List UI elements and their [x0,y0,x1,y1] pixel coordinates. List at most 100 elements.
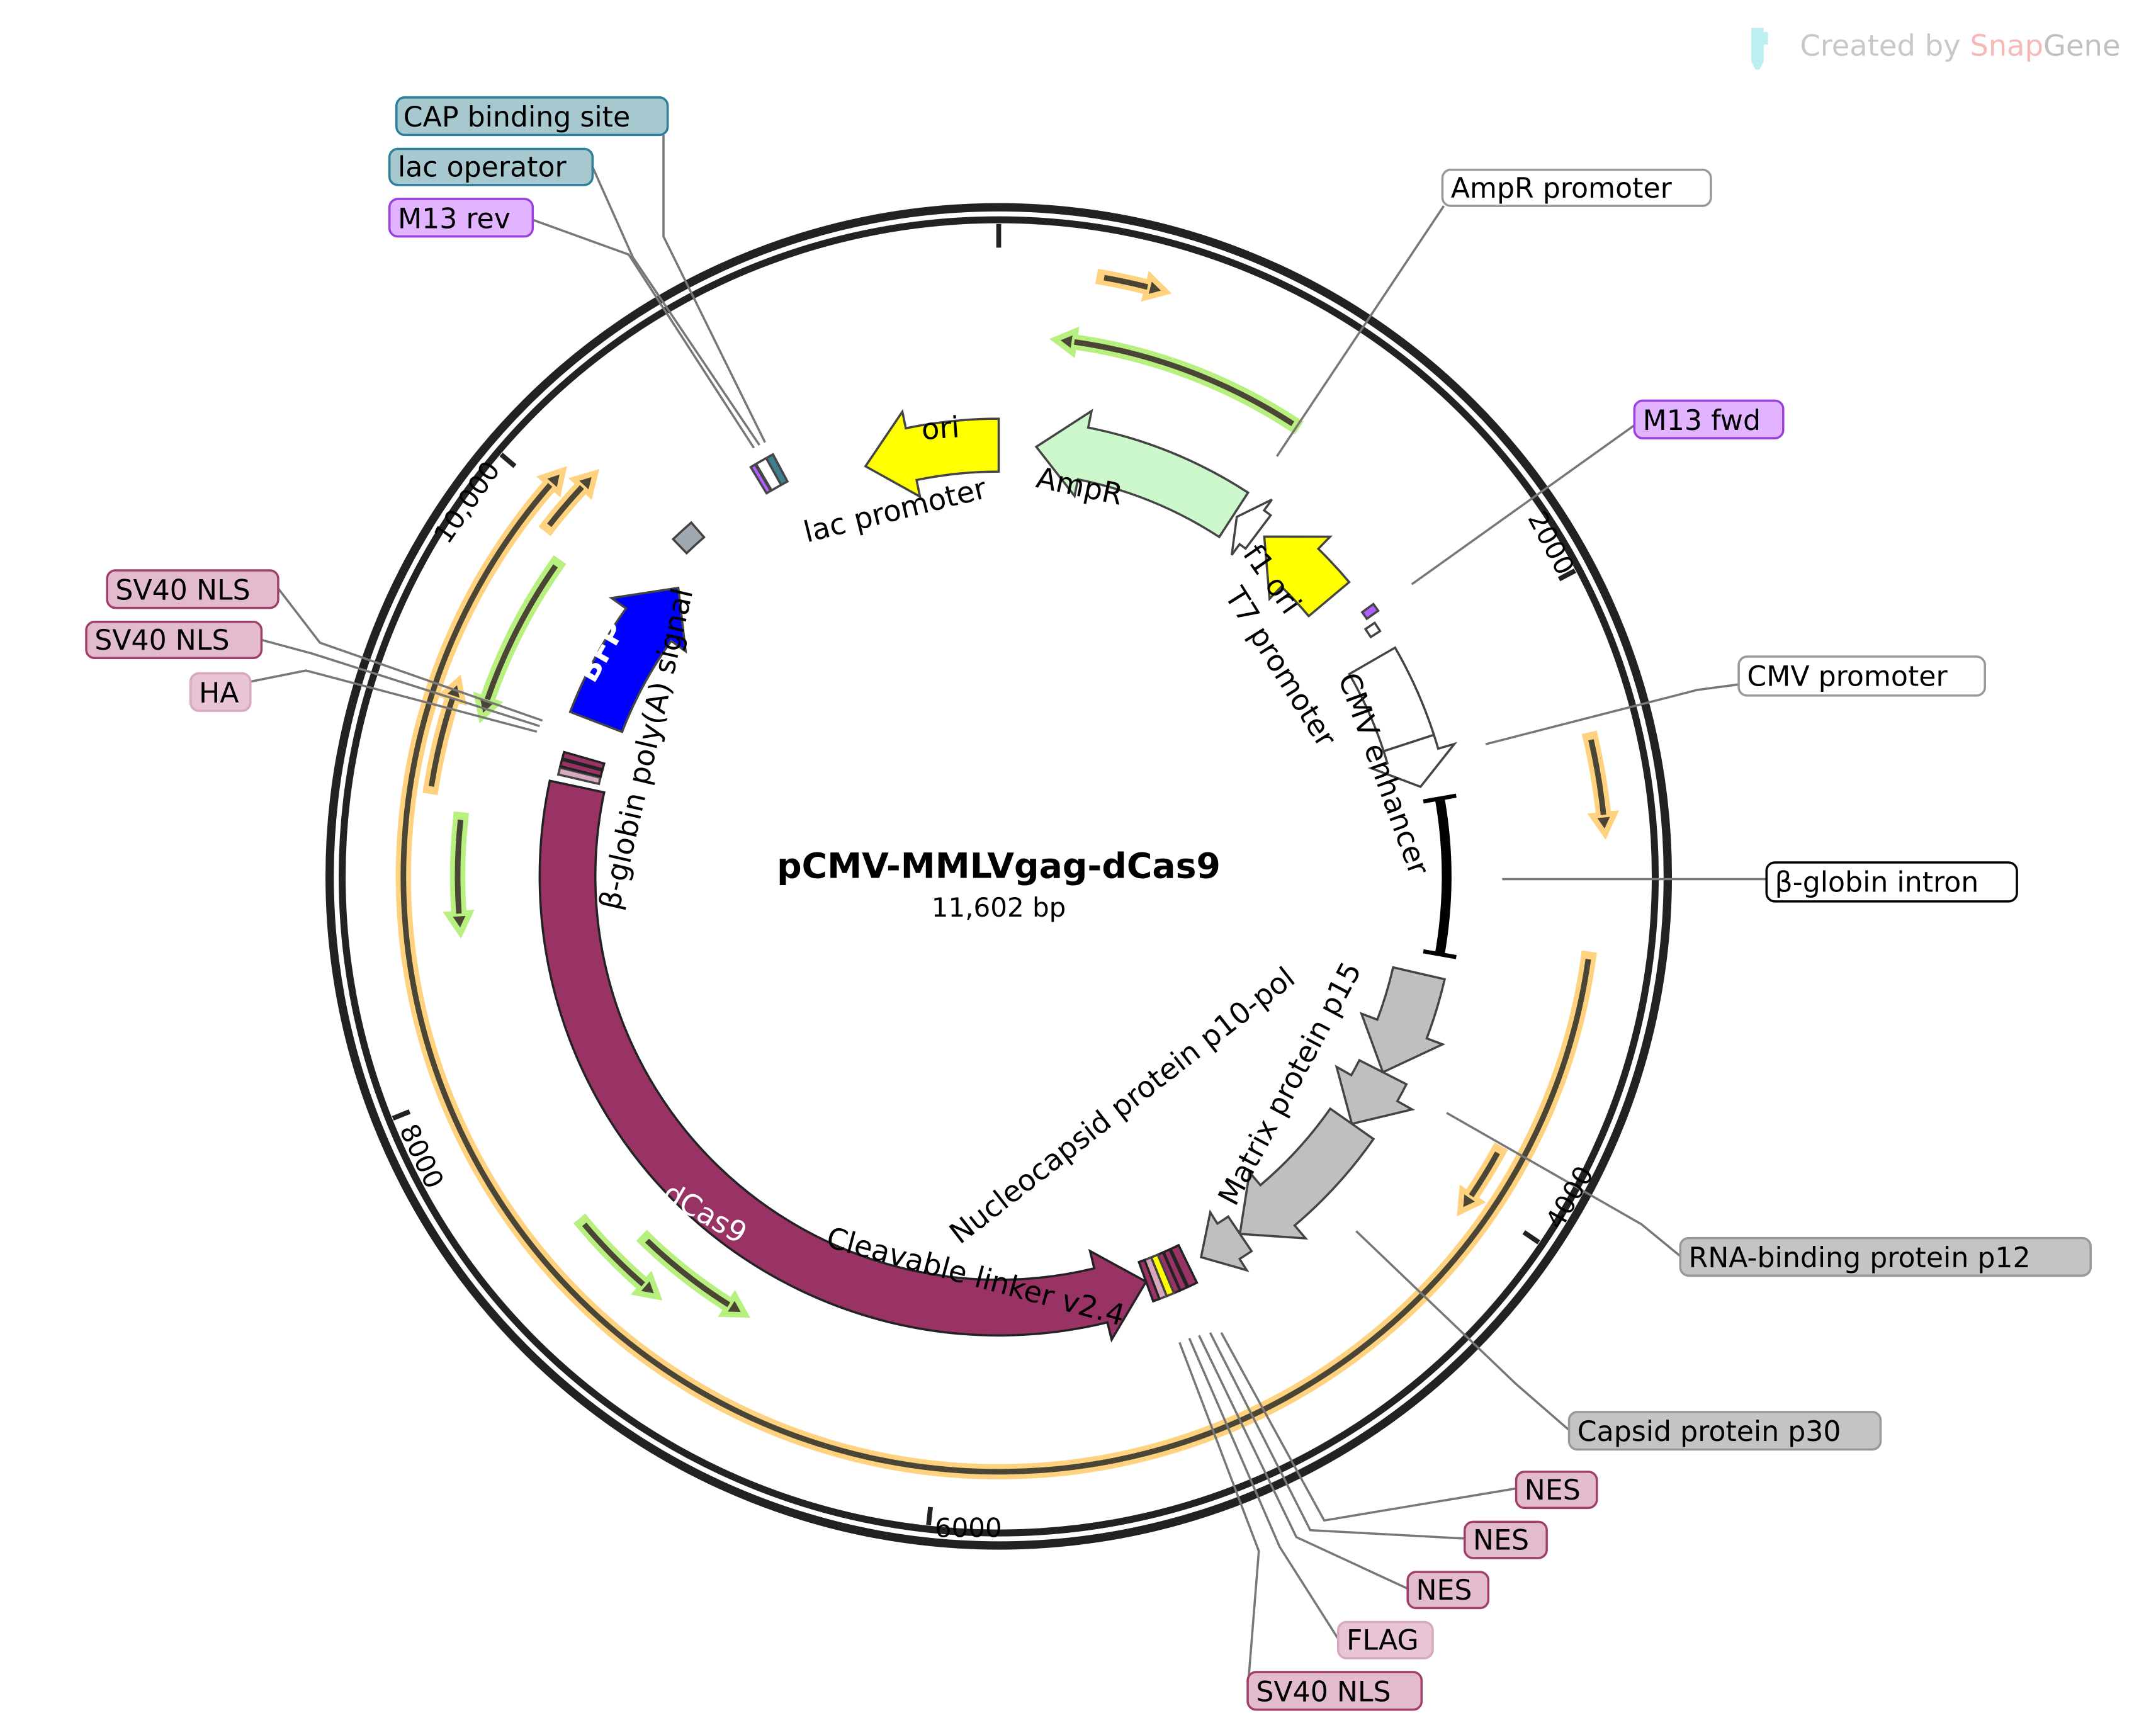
orf-line [1074,339,1295,426]
feature-nes [1169,1243,1199,1289]
tick-mark [1557,568,1576,582]
callout-sv40-nls-1[interactable]: SV40 NLS [106,569,279,609]
feature-ampr [1034,409,1250,539]
feature-sv40-nls [558,758,604,778]
svg-text:Created by SnapGene: Created by SnapGene [1800,28,2120,62]
callout-nes-2[interactable]: NES [1464,1520,1548,1559]
feature-globin-poly-a-signal [671,521,706,555]
feature-m13-fwd [1360,602,1380,621]
feature-ampr-promoter [1230,498,1273,556]
callout-cap-binding-site[interactable]: CAP binding site [395,96,669,137]
intron-end-cap [1423,949,1457,959]
callout-label: FLAG [1346,1625,1419,1657]
plasmid-size: 11,602 bp [932,892,1066,923]
callout-nes-3[interactable]: NES [1406,1571,1490,1610]
label-ori: ori [920,410,961,446]
plasmid-name: pCMV-MMLVgag-dCas9 [777,846,1221,886]
callout-m13-fwd[interactable]: M13 fwd [1633,399,1785,439]
orf-line [582,1222,645,1287]
orf-arrowhead [1141,271,1172,302]
orf-line [547,485,584,528]
feature-ha [556,766,602,786]
feature-rna-binding-protein-p12 [1335,1058,1416,1126]
orf-arrow [1457,1142,1508,1217]
callout-m13-rev[interactable]: M13 rev [388,198,534,238]
orf-arrowhead [1049,326,1080,358]
callout-label: CMV promoter [1747,660,1948,692]
callout-capsid-p30[interactable]: Capsid protein p30 [1567,1411,1882,1451]
callout-label: NES [1473,1525,1529,1557]
orf-layer [395,269,1620,1480]
callout-label: NES [1416,1574,1472,1607]
feature-f1-ori [1263,535,1351,618]
callout-label: M13 rev [398,203,511,235]
feature-ori [864,409,1000,499]
orf-arrow [1095,269,1172,302]
feature-sv40-nls [561,750,606,771]
watermark-gene: Gene [2043,28,2120,62]
callout-label: lac operator [398,152,567,184]
callout-flag[interactable]: FLAG [1336,1620,1434,1659]
watermark-created-by: Created by [1800,28,1970,62]
orf-arrow [443,811,475,939]
orf-arrow [395,466,1597,1480]
feature-cap-binding-site [764,453,789,487]
orf-arrow [573,1213,663,1301]
callout-cmv-promoter[interactable]: CMV promoter [1737,655,1986,697]
callout-nes-1[interactable]: NES [1515,1471,1598,1510]
tick-mark [926,1506,934,1525]
snapgene-watermark: Created by SnapGene [1751,28,2120,70]
orf-line [1103,274,1149,290]
orf-arrow [1581,730,1620,840]
orf-line [428,697,456,787]
orf-line [1588,739,1606,815]
backbone-ring [325,203,1673,1550]
callout-lac-operator[interactable]: lac operator [388,147,594,186]
snapgene-tube-icon [1751,28,1768,70]
intron-end-cap [1423,793,1457,804]
callout-label: RNA-binding protein p12 [1689,1242,2031,1274]
orf-arrow [473,555,567,723]
backbone-inner-strand [339,216,1659,1537]
orf-arrowhead [1587,810,1620,840]
orf-line [1469,1151,1500,1197]
orf-line [485,564,558,701]
tick-label-2000: 2000 [1521,506,1580,580]
callout-sv40-nls-2[interactable]: SV40 NLS [85,620,263,659]
feature-sv40-nls [1137,1258,1161,1303]
orf-line [645,1238,731,1308]
watermark-snap: Snap [1970,28,2043,62]
feature-bfp [568,586,687,733]
callout-beta-globin-intron[interactable]: β-globin intron [1765,861,2018,903]
callout-sv40-nls-bottom[interactable]: SV40 NLS [1246,1671,1423,1711]
callout-lines [250,135,1767,1690]
callout-label: SV40 NLS [94,624,229,657]
orf-arrow [1049,326,1304,435]
callout-ha[interactable]: HA [189,672,252,712]
callout-label: β-globin intron [1775,866,1979,898]
orf-line [454,819,464,914]
backbone-outer-strand [325,203,1673,1550]
feature-matrix-protein-p15 [1359,966,1447,1074]
orf-halo [1065,333,1304,435]
callout-label: AmpR promoter [1451,172,1673,205]
orf-arrow [636,1229,750,1318]
callout-rna-binding-p12[interactable]: RNA-binding protein p12 [1679,1236,2092,1277]
callout-label: M13 fwd [1643,405,1761,437]
callout-label: SV40 NLS [115,574,250,606]
tick-mark [392,1109,411,1121]
tick-mark [499,452,517,468]
orf-arrow [538,468,600,536]
callout-ampr-promoter[interactable]: AmpR promoter [1441,168,1712,207]
callout-label: SV40 NLS [1256,1676,1391,1708]
callout-label: CAP binding site [404,101,630,133]
feature-globin-intron [1435,798,1452,956]
feature-layer [538,409,1458,1343]
tick-label-6000: 6000 [935,1513,1002,1544]
feature-cmv-promoter [1367,733,1458,788]
callout-label: NES [1525,1474,1581,1506]
orf-arrowhead [443,910,475,939]
feature-nucleocapsid-protein-p10-pol [1199,1209,1253,1272]
callout-label: HA [199,677,239,709]
